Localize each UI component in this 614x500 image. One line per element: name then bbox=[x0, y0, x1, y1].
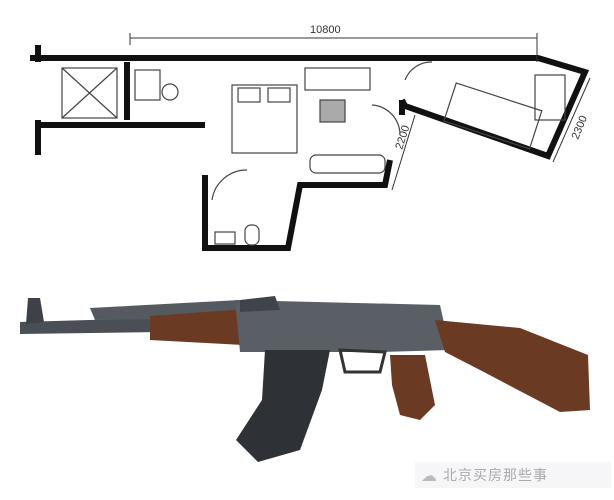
watermark-text: 北京买房那些事 bbox=[443, 468, 548, 484]
rifle-magazine bbox=[236, 350, 330, 462]
rifle-front-sight bbox=[26, 298, 44, 324]
walls bbox=[30, 45, 590, 251]
watermark: ☁ 北京买房那些事 bbox=[415, 462, 611, 488]
rifle-handguard bbox=[150, 308, 262, 346]
rifle-trigger-guard bbox=[338, 348, 387, 374]
rifle-rear-sight bbox=[240, 296, 280, 312]
rifle-barrel bbox=[20, 318, 160, 334]
furniture bbox=[61, 61, 566, 246]
dimension-overall: 10800 bbox=[310, 24, 341, 36]
rifle-stock bbox=[435, 320, 590, 412]
dimension-lines bbox=[129, 33, 591, 191]
wechat-icon: ☁ bbox=[421, 465, 437, 485]
rifle-pistol-grip bbox=[390, 355, 435, 420]
rifle-receiver bbox=[235, 300, 450, 352]
